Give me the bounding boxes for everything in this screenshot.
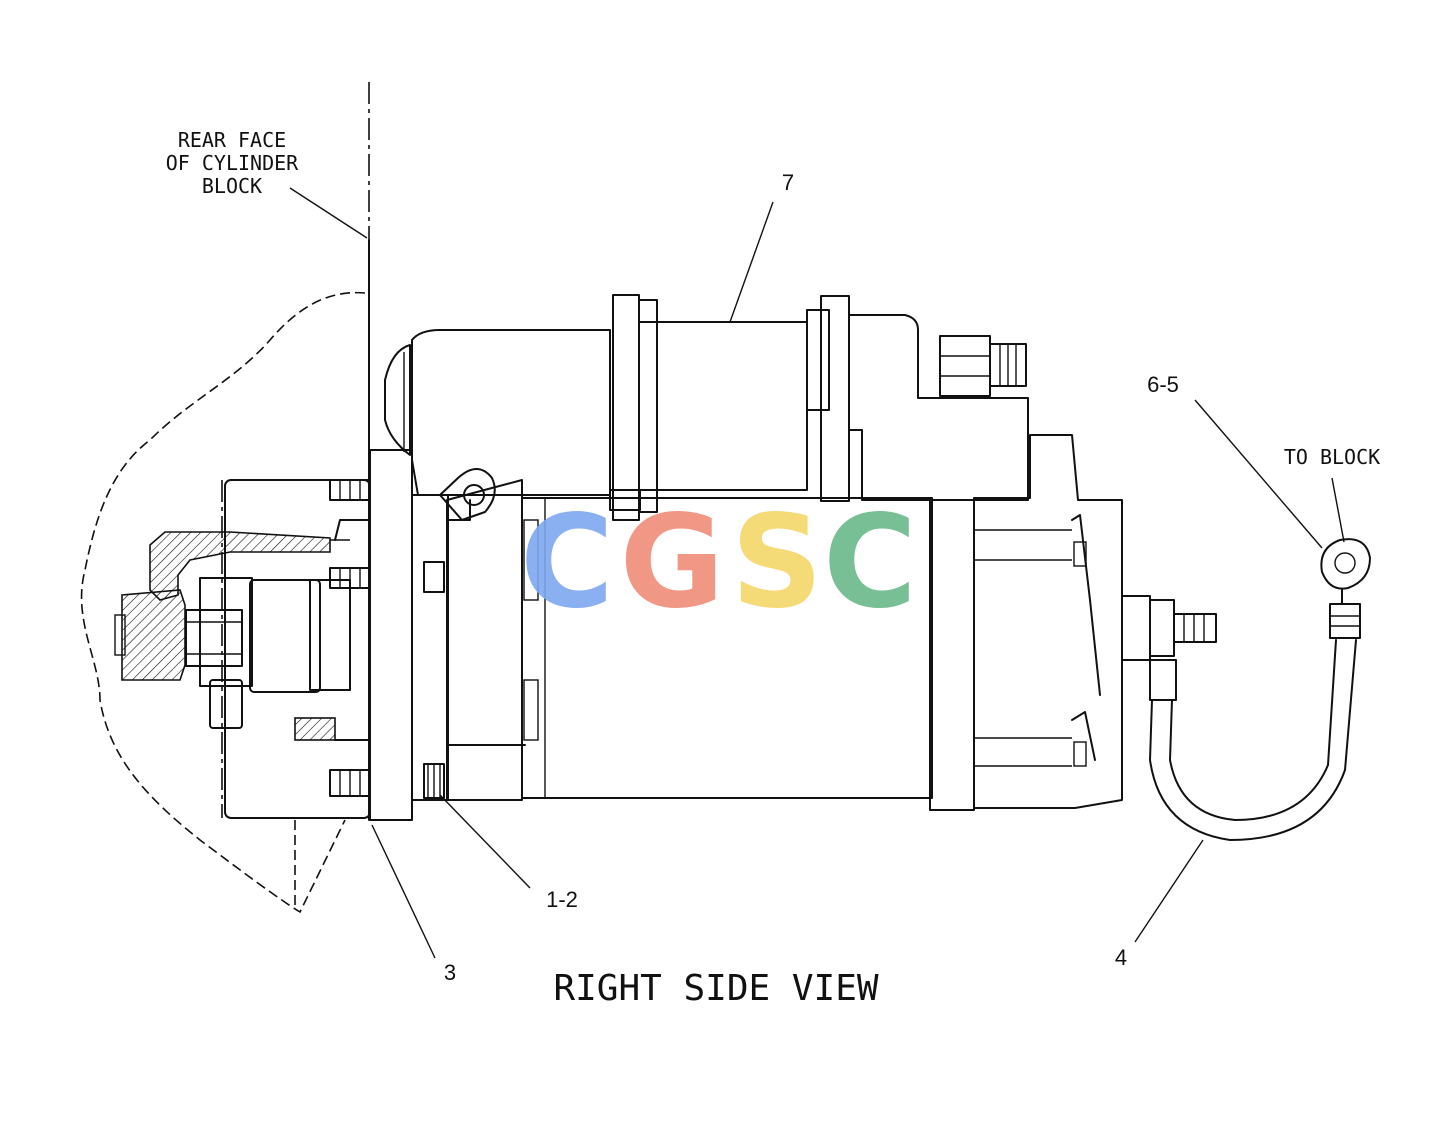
reference-note-line-2: OF CYLINDER (166, 151, 299, 175)
mounting-flange (369, 449, 526, 821)
mounting-bolts (329, 479, 445, 799)
to-block-note: TO BLOCK (1284, 445, 1380, 469)
callout-7: 7 (782, 170, 794, 195)
solenoid (609, 294, 1029, 521)
reference-note-line-3: BLOCK (202, 174, 262, 198)
motor-body (521, 434, 1123, 811)
drive-end-housing (384, 329, 611, 496)
cgsc-watermark: C G S C (520, 488, 917, 637)
reference-note: REAR FACE OF CYLINDER BLOCK (166, 128, 299, 198)
view-title: RIGHT SIDE VIEW (553, 968, 878, 1009)
watermark-letter-1: C (520, 488, 614, 637)
watermark-letter-3: S (731, 488, 823, 637)
ground-cable (1149, 538, 1371, 841)
callout-4: 4 (1115, 945, 1127, 970)
watermark-letter-2: G (619, 488, 724, 637)
reference-note-line-1: REAR FACE (178, 128, 286, 152)
pinion-gear-area (114, 479, 371, 910)
callout-1-2: 1-2 (546, 887, 578, 912)
flywheel-housing-phantom (80, 291, 366, 914)
callout-3: 3 (444, 960, 456, 985)
callout-6-5: 6-5 (1147, 372, 1179, 397)
terminal-stud (1121, 595, 1217, 701)
watermark-letter-4: C (823, 488, 917, 637)
leader-lines (289, 187, 1345, 959)
